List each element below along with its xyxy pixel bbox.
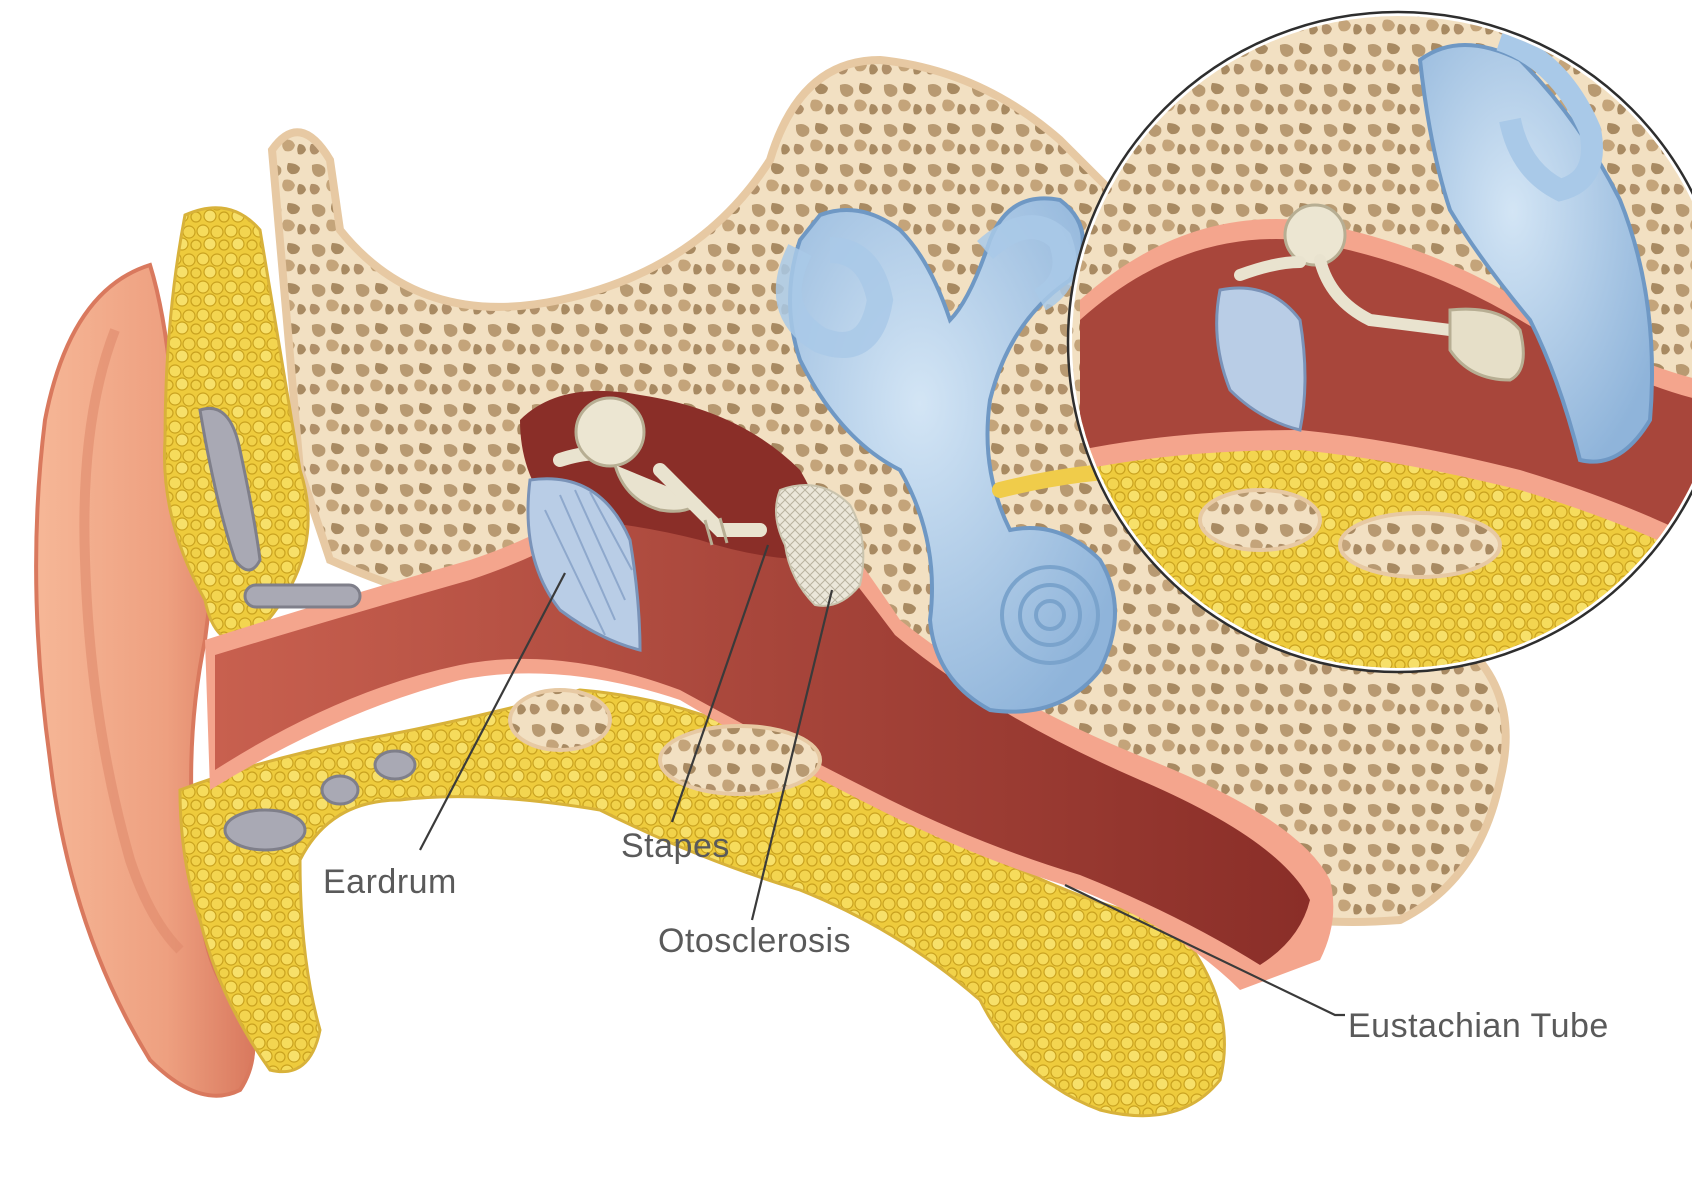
- stapes-label: Stapes: [621, 827, 730, 865]
- cartilage: [245, 585, 360, 607]
- otosclerosis-label: Otosclerosis: [658, 922, 851, 960]
- eustachian-tube-label: Eustachian Tube: [1348, 1007, 1609, 1045]
- eardrum-label: Eardrum: [323, 863, 457, 901]
- cartilage: [322, 776, 358, 804]
- cartilage: [375, 751, 415, 779]
- cartilage: [225, 810, 305, 850]
- bone-island: [510, 690, 610, 750]
